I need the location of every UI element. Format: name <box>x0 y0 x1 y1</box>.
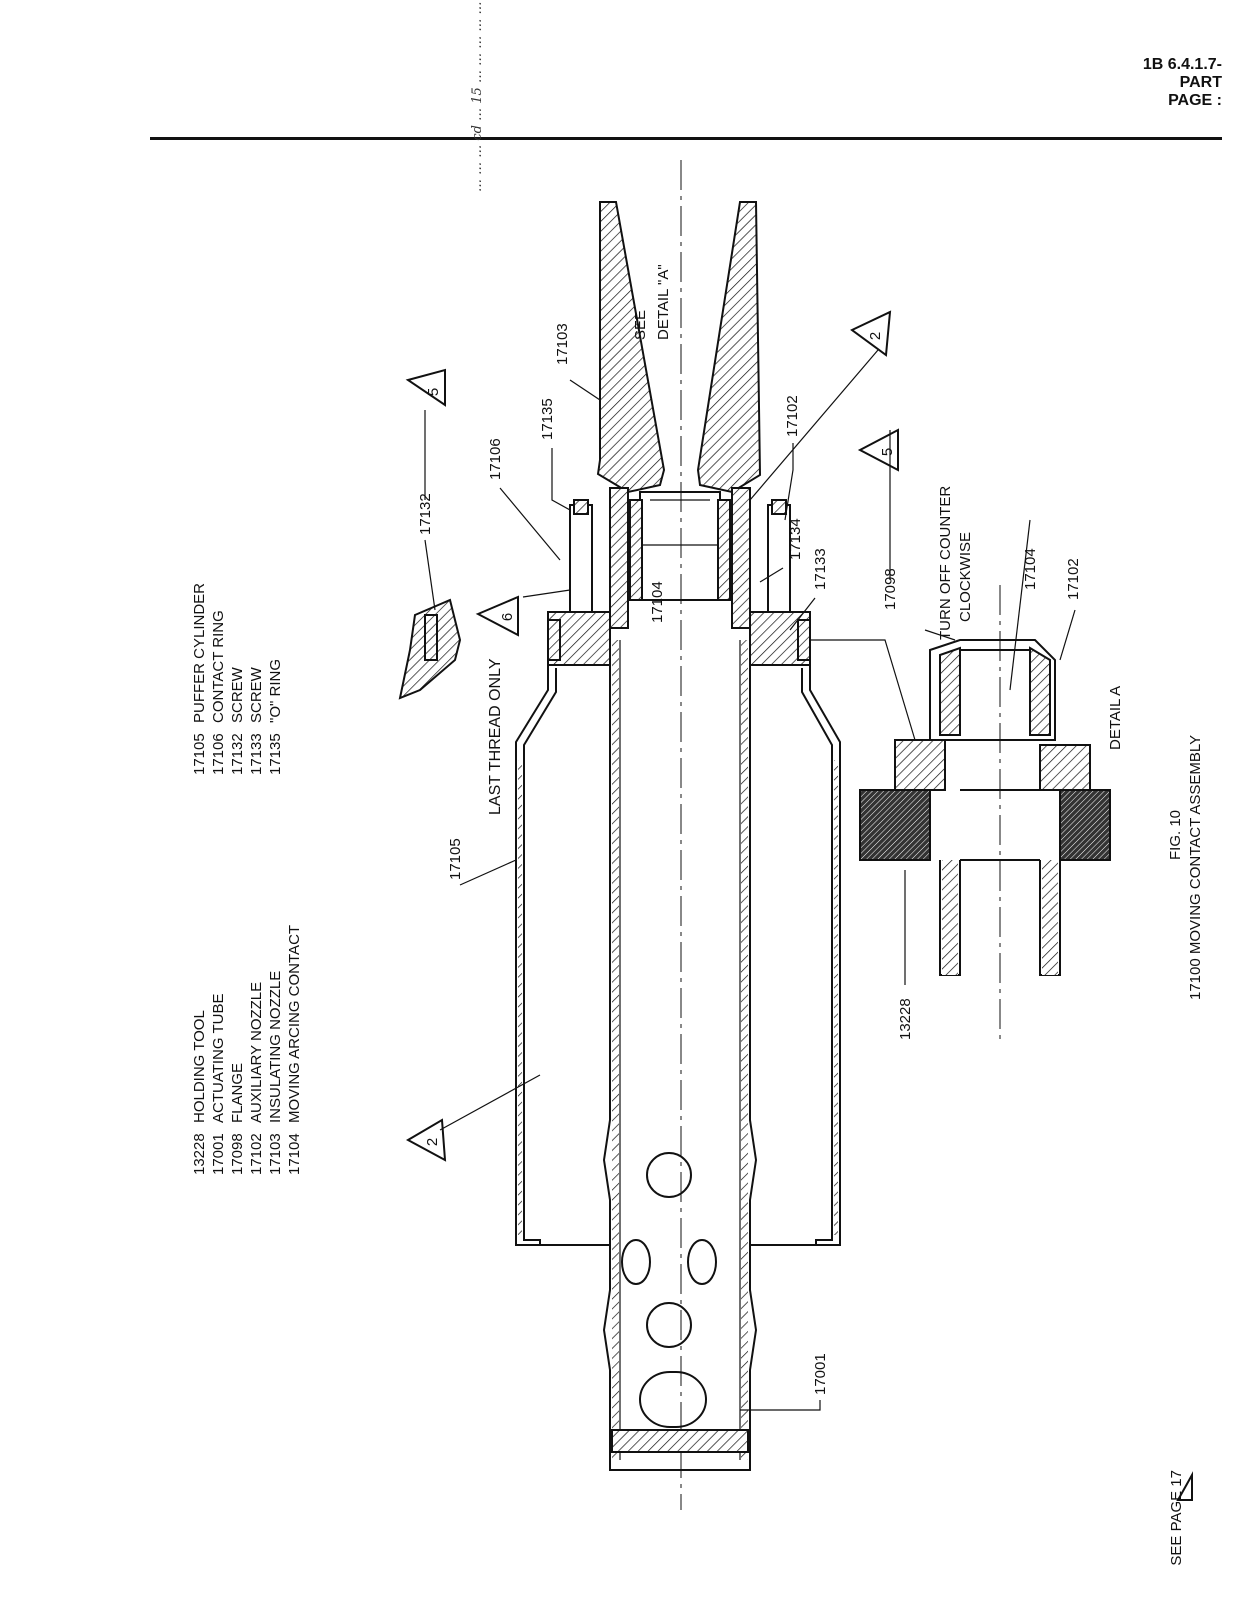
svg-text:6: 6 <box>499 613 516 621</box>
callout-17135: 17135 <box>539 398 556 440</box>
svg-text:2: 2 <box>867 332 884 340</box>
header-rule <box>150 137 1222 140</box>
callout-17104: 17104 <box>649 581 666 623</box>
detail-a-reference: DETAIL "A" <box>655 264 672 340</box>
leader-lines <box>424 349 1076 1411</box>
arcing-contact-group <box>609 487 751 629</box>
screw-detail <box>398 598 462 700</box>
last-thread-note: LAST THREAD ONLY <box>487 658 504 815</box>
callout-17102: 17102 <box>784 395 801 437</box>
callout-17104-detail: 17104 <box>1022 548 1039 590</box>
clockwise-note: CLOCKWISE <box>957 532 974 622</box>
reference-triangle: 5 <box>857 428 899 472</box>
flange <box>547 611 811 666</box>
svg-text:5: 5 <box>425 388 442 396</box>
svg-text:2: 2 <box>424 1138 441 1146</box>
doc-number: 1B 6.4.1.7- <box>1142 56 1222 73</box>
reference-triangle: 2 <box>405 1118 447 1162</box>
page-label: PAGE : <box>1168 92 1222 109</box>
detail-a-label: DETAIL A <box>1107 686 1124 750</box>
callout-17098: 17098 <box>882 568 899 610</box>
svg-text:5: 5 <box>879 448 896 456</box>
callout-17103: 17103 <box>554 323 571 365</box>
actuating-tube <box>602 628 758 1471</box>
figure-label: FIG. 10 <box>1167 810 1184 860</box>
part-label: PART <box>1179 74 1222 91</box>
footer-note: SEE PAGE 17 <box>1168 1470 1185 1566</box>
page-header: 1B 6.4.1.7- PART PAGE : <box>1143 56 1222 110</box>
turn-off-note: TURN OFF COUNTER <box>937 486 954 640</box>
insulating-nozzle <box>596 201 762 520</box>
callout-17106: 17106 <box>487 438 504 480</box>
callout-17133: 17133 <box>812 548 829 590</box>
callout-13228: 13228 <box>897 998 914 1040</box>
contact-ring <box>569 499 791 613</box>
callout-17132: 17132 <box>417 493 434 535</box>
callout-17134: 17134 <box>787 518 804 560</box>
see-label: SEE <box>632 310 649 340</box>
reference-triangle: 2 <box>850 310 892 357</box>
callout-17001: 17001 <box>812 1353 829 1395</box>
reference-triangle: 6 <box>475 595 519 637</box>
callout-17102-detail: 17102 <box>1065 558 1082 600</box>
puffer-cylinder <box>515 665 841 1246</box>
detail-a-drawing <box>859 639 1111 976</box>
callout-17105: 17105 <box>447 838 464 880</box>
footer-triangle <box>1176 1471 1193 1501</box>
reference-triangle: 5 <box>405 368 446 407</box>
figure-title: 17100 MOVING CONTACT ASSEMBLY <box>1187 735 1204 1000</box>
